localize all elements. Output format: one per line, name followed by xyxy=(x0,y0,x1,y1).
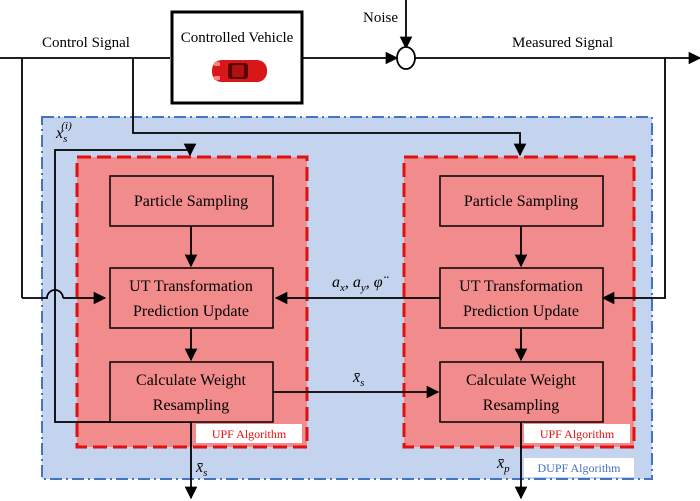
right-ut-label-1: UT Transformation xyxy=(459,278,583,295)
right-output-label: x̄p xyxy=(496,455,510,475)
right-calc-box xyxy=(439,361,604,423)
right-sampling-label: Particle Sampling xyxy=(464,193,578,210)
measured-signal-label: Measured Signal xyxy=(512,35,613,51)
dupf-tag-box xyxy=(524,458,634,477)
right-upf-tag-box xyxy=(524,424,630,443)
left-calc-label-2: Resampling xyxy=(153,397,229,414)
accel-label: ax, ay, φ̈ xyxy=(332,274,389,294)
left-sampling-box xyxy=(109,175,274,227)
left-sampling-label: Particle Sampling xyxy=(134,193,248,210)
controlled-vehicle-block xyxy=(170,10,304,105)
right-ut-box xyxy=(439,267,604,329)
left-ut-label-2: Prediction Update xyxy=(133,303,249,320)
right-upf-tag: UPF Algorithm xyxy=(540,427,615,441)
car-icon xyxy=(212,60,267,82)
right-calc-label-1: Calculate Weight xyxy=(466,372,576,389)
left-ut-box xyxy=(109,267,274,329)
left-output-label: x̄s xyxy=(195,459,207,479)
control-hop xyxy=(22,289,64,299)
right-calc-label-2: Resampling xyxy=(483,397,559,414)
noise-label: Noise xyxy=(363,10,398,26)
particle-state-label: xs(i) xyxy=(55,120,72,145)
control-to-right-upf-arrow xyxy=(132,58,527,157)
right-ut-label-2: Prediction Update xyxy=(463,303,579,320)
left-ut-label-1: UT Transformation xyxy=(129,278,253,295)
left-calc-label-1: Calculate Weight xyxy=(136,372,246,389)
right-sampling-box xyxy=(439,175,604,227)
particle-feedback-arrow xyxy=(54,143,197,423)
left-upf-tag-box xyxy=(196,424,302,443)
dupf-tag: DUPF Algorithm xyxy=(537,461,621,475)
controlled-vehicle-label: Controlled Vehicle xyxy=(181,30,294,46)
measured-to-right-ut-arrow xyxy=(601,58,666,305)
left-upf-tag: UPF Algorithm xyxy=(212,427,287,441)
state-estimate-cross-label: x̄s xyxy=(352,369,364,389)
control-signal-label: Control Signal xyxy=(42,35,130,51)
summing-junction xyxy=(396,46,416,70)
left-calc-box xyxy=(109,361,274,423)
